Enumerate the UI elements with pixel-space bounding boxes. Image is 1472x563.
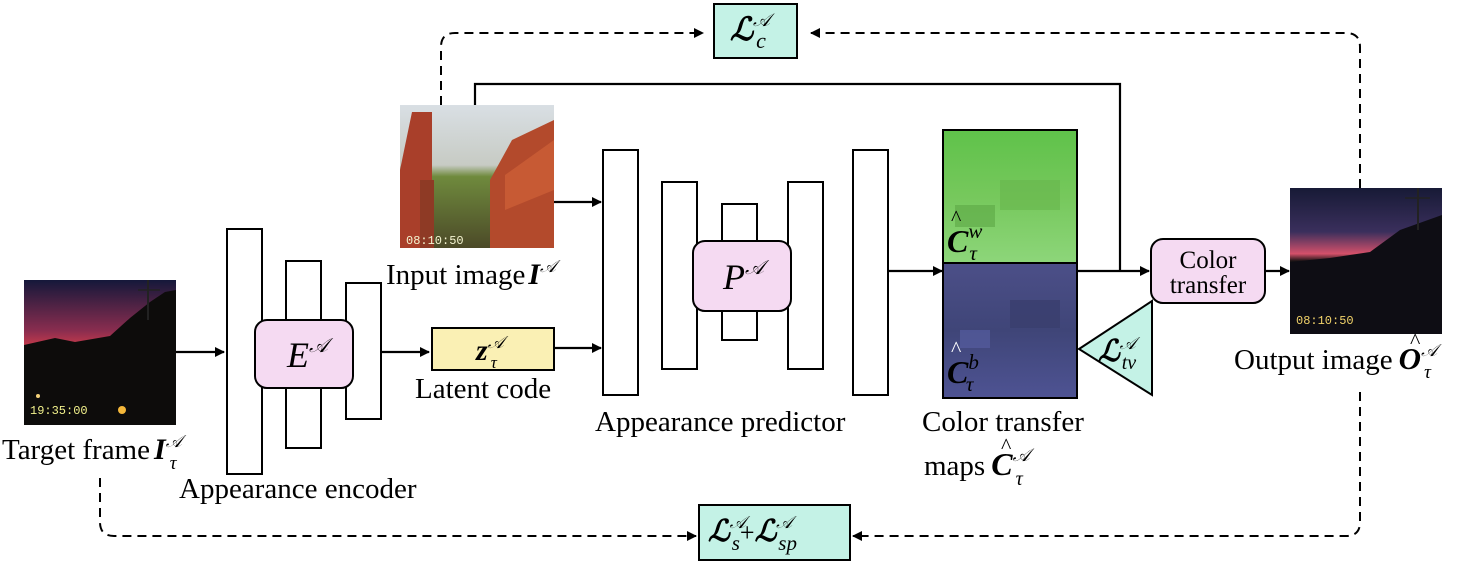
arrow-skip-input <box>473 82 1122 271</box>
color-transfer-block: Color transfer <box>1150 238 1266 304</box>
map-black-hat: ^ <box>951 336 962 361</box>
output-image: 08:10:50 <box>1290 188 1442 334</box>
map-white-hat: ^ <box>951 205 962 230</box>
appearance-predictor-label: Appearance predictor <box>595 406 846 438</box>
dashed-loss-c-left <box>440 28 704 105</box>
encoder-box <box>254 319 354 389</box>
encoder-symbol: E𝒜 <box>286 335 334 375</box>
output-image-timestamp: 08:10:50 <box>1296 314 1354 328</box>
loss-s-sp-box <box>698 504 851 561</box>
color-transfer-line1: Color <box>1180 247 1238 274</box>
loss-tv-triangle <box>1077 299 1153 397</box>
loss-c-box <box>713 3 798 59</box>
predictor-symbol: P𝒜 <box>722 257 770 297</box>
target-frame-image: 19:35:00 <box>24 280 176 425</box>
color-transfer-line2: transfer <box>1170 272 1247 299</box>
color-transfer-box <box>1150 238 1266 304</box>
latent-code-label: Latent code <box>415 373 551 405</box>
color-transfer-maps-hat: ^ <box>1001 433 1012 458</box>
input-image-timestamp: 08:10:50 <box>406 234 464 248</box>
output-image-hat: ^ <box>1410 328 1421 353</box>
appearance-predictor: P𝒜 <box>602 149 889 396</box>
latent-box <box>431 327 555 371</box>
predictor-layer-2 <box>661 181 698 370</box>
predictor-layer-4 <box>787 181 824 370</box>
predictor-layer-5 <box>852 149 889 396</box>
input-image: 08:10:50 <box>400 105 554 248</box>
appearance-encoder: E𝒜 <box>226 228 382 475</box>
target-frame-timestamp: 19:35:00 <box>30 404 88 418</box>
dashed-loss-s-left <box>99 478 697 541</box>
color-transfer-maps-label-1: Color transfer <box>922 406 1084 438</box>
dashed-loss-c-right <box>810 28 1361 188</box>
dashed-loss-s-right <box>852 392 1361 541</box>
predictor-layer-1 <box>602 149 639 396</box>
appearance-encoder-label: Appearance encoder <box>179 473 417 505</box>
predictor-box <box>692 240 792 312</box>
